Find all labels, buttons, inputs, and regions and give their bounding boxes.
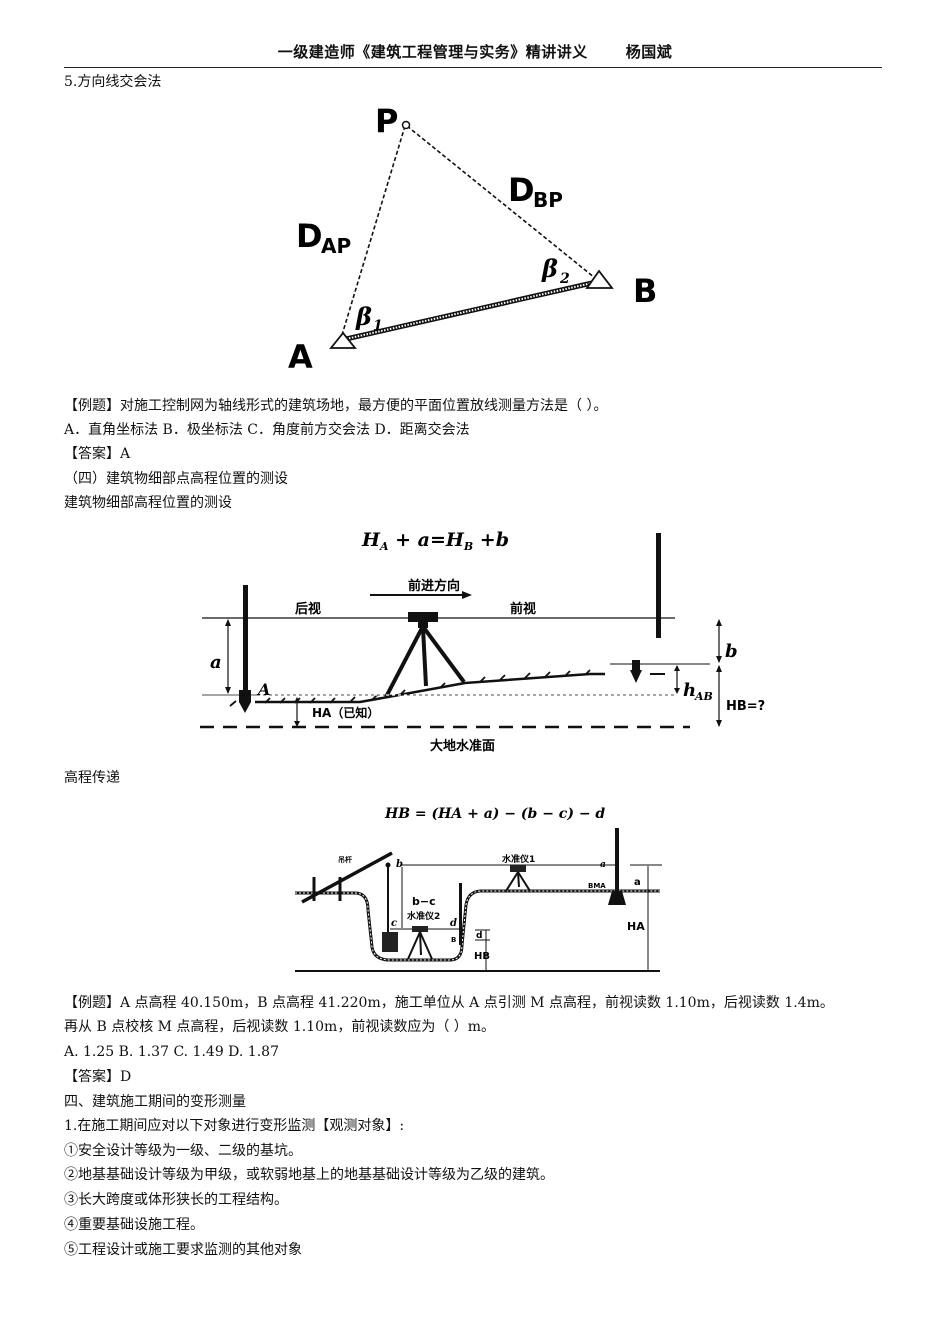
page-header: 一级建造师《建筑工程管理与实务》精讲讲义 杨国斌 [0,41,950,62]
reading-b: b [396,859,403,870]
b-minus-c-label: b−c [412,895,436,908]
point-p-label: P [375,102,398,140]
example2-question-line2: 再从 B 点校核 M 点高程，后视读数 1.10m，前视读数应为（ ）m。 [64,1019,496,1035]
deformation-item-3: ③长大跨度或体形狭长的工程结构。 [64,1192,288,1208]
dbp-label-main: D [508,171,535,209]
dap-label-sub: AP [321,234,351,258]
example2-options: A. 1.25 B. 1.37 C. 1.49 D. 1.87 [64,1044,279,1060]
document-title: 一级建造师《建筑工程管理与实务》精讲讲义 [277,43,588,61]
rod-label: 吊杆 [338,855,352,864]
elevation-transfer-diagram: HB = (HA + a) − (b − c) − d 吊杆 b b−c c d… [295,806,662,972]
reading-d: d [450,918,457,929]
example2-answer: 【答案】D [64,1069,132,1085]
level1-label: 水准仪1 [502,853,535,865]
example1-options: A．直角坐标法 B．极坐标法 C．角度前方交会法 D．距离交会法 [64,422,470,438]
reading-c: c [391,918,397,929]
a-dimension-label: a [634,877,641,888]
point-b-label: B [451,936,456,944]
beta2-label: β [541,254,558,283]
beta1-sub: 1 [373,318,383,334]
section-heading-elevation-transfer: 高程传递 [64,770,120,786]
hb-unknown-label: HB=? [726,699,765,714]
reading-a: a [600,860,606,870]
backsight-label: 后视 [295,601,321,617]
deformation-item-5: ⑤工程设计或施工要求监测的其他对象 [64,1242,302,1258]
level2-label: 水准仪2 [407,910,440,922]
ha-known-label: HA（已知） [312,705,379,720]
dap-label-main: D [296,217,323,255]
point-a-label: A [288,338,313,376]
section-heading-direction-intersection: 5.方向线交会法 [64,74,162,90]
hab-label-sub: AB [694,690,713,703]
section-heading-deformation: 四、建筑施工期间的变形测量 [64,1094,246,1110]
example1-question: 【例题】对施工控制网为轴线形式的建筑场地，最方便的平面位置放线测量方法是（ ）。 [64,398,608,414]
foresight-reading-b: b [725,641,738,662]
foresight-label: 前视 [510,601,536,617]
hb-label: HB [474,951,490,962]
point-b-label: B [633,272,657,310]
hab-label-main: h [683,680,696,701]
direction-intersection-diagram: P A B D AP D BP β 1 β 2 [288,102,657,376]
direction-label: 前进方向 [408,578,460,594]
subheading-detail-elevation: 建筑物细部高程位置的测设 [64,495,232,511]
bma-label: BMA [588,882,606,890]
beta1-label: β [355,302,372,331]
datum-label: 大地水准面 [430,738,495,754]
leveling-formula: HA + a=HB +b [361,529,509,553]
backsight-reading-a: a [210,652,222,673]
leveling-diagram: HA + a=HB +b 前进方向 后视 前视 大地水准面 a HA（已知） [200,529,765,754]
beta2-sub: 2 [559,271,570,287]
dbp-label-sub: BP [533,188,563,212]
header-divider [64,67,882,68]
deformation-item-4: ④重要基础设施工程。 [64,1217,204,1233]
author-name: 杨国斌 [625,43,673,61]
transfer-formula: HB = (HA + a) − (b − c) − d [384,806,605,822]
d-dimension-label: d [476,931,482,941]
deformation-intro: 1.在施工期间应对以下对象进行变形监测【观测对象】: [64,1118,405,1134]
section-heading-detail-elevation: （四）建筑物细部点高程位置的测设 [64,471,288,487]
point-a-label: A [256,680,270,699]
ha-label: HA [627,920,645,933]
deformation-item-1: ①安全设计等级为一级、二级的基坑。 [64,1143,302,1159]
deformation-item-2: ②地基基础设计等级为甲级，或软弱地基上的地基基础设计等级为乙级的建筑。 [64,1167,554,1183]
example1-answer: 【答案】A [64,446,131,462]
example2-question-line1: 【例题】A 点高程 40.150m，B 点高程 41.220m，施工单位从 A … [64,995,834,1011]
